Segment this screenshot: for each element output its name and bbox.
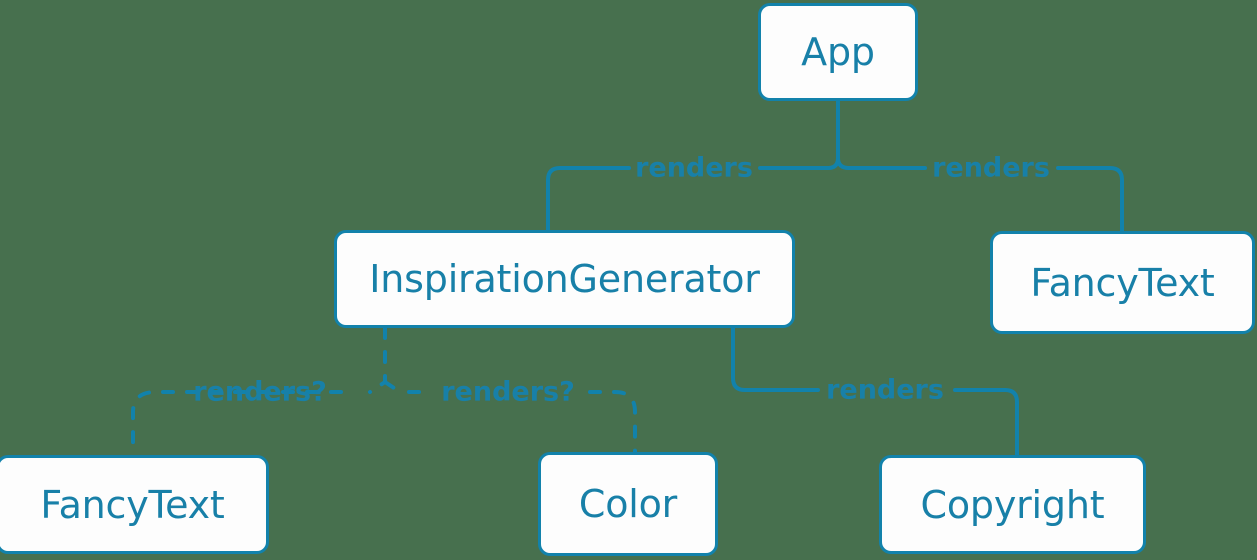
edge-label-app-inspiration-generator: renders [635,152,753,184]
node-copyright[interactable]: Copyright [879,455,1146,554]
node-color-label: Color [578,482,678,526]
node-fancytext-bottom-label: FancyText [40,482,225,527]
edge-inspiration-generator-copyright [731,326,1019,457]
edge-inspiration-generator-color [383,380,637,454]
node-fancytext-right-label: FancyText [1030,260,1215,305]
node-fancytext-bottom[interactable]: FancyText [0,455,269,554]
edge-label-inspiration-generator-copyright: renders [826,374,944,406]
node-color[interactable]: Color [538,452,718,556]
node-app[interactable]: App [758,3,918,101]
node-app-label: App [801,30,875,74]
node-copyright-label: Copyright [920,482,1105,527]
edge-label-inspiration-generator-fancytext-bottom: renders? [193,376,327,408]
node-fancytext-right[interactable]: FancyText [990,231,1255,334]
edge-label-inspiration-generator-color: renders? [441,376,575,408]
node-inspiration-generator-label: InspirationGenerator [369,257,760,301]
edge-app-fancytext-right [836,156,1124,233]
edge-label-app-fancytext-right: renders [932,152,1050,184]
node-inspiration-generator[interactable]: InspirationGenerator [334,230,795,328]
